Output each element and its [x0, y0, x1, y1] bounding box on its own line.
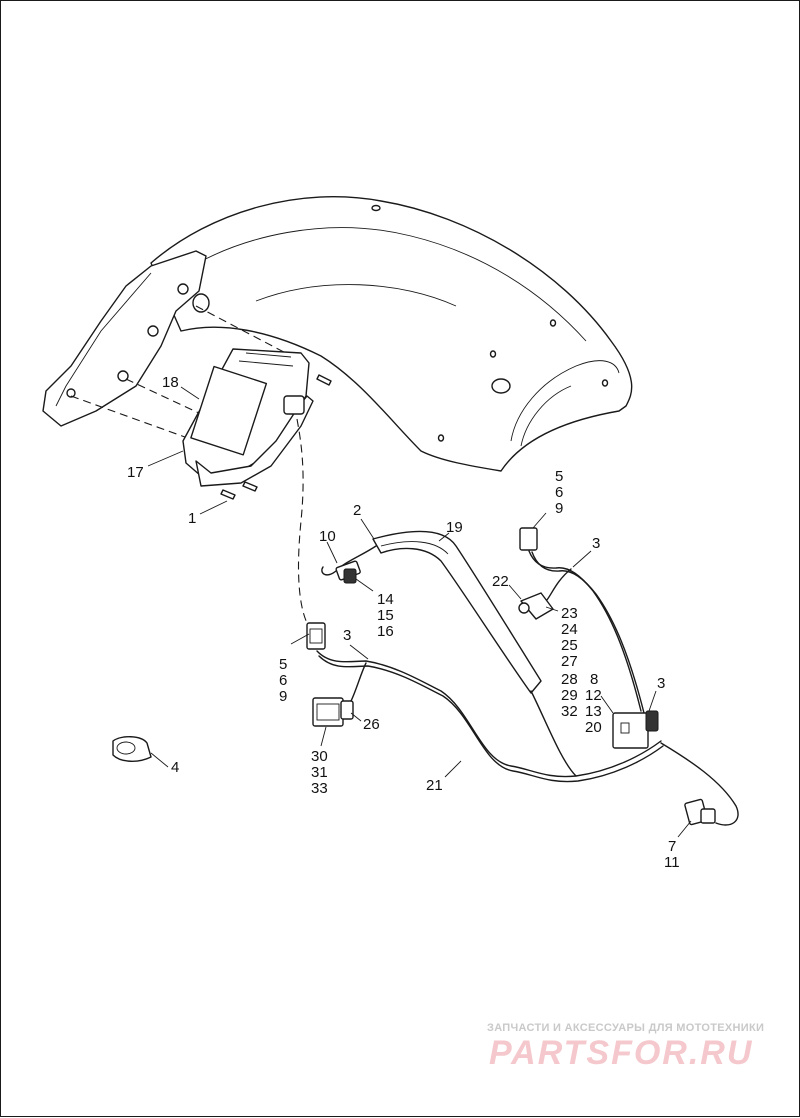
rear-fender [150, 195, 633, 472]
callout-29: 29 [561, 687, 578, 704]
junction-block [612, 710, 659, 749]
callout-23: 23 [561, 605, 578, 622]
callout-20: 20 [585, 719, 602, 736]
harness-branch-upper [321, 545, 377, 584]
connector-lower-right [684, 798, 716, 826]
callout-22: 22 [492, 573, 509, 590]
cable-clip [112, 736, 152, 762]
callout-13: 13 [585, 703, 602, 720]
connector-multi-pin [312, 697, 354, 727]
callout-18: 18 [162, 374, 179, 391]
callout-9-left: 9 [279, 688, 287, 705]
callout-3-left: 3 [343, 627, 351, 644]
callout-27: 27 [561, 653, 578, 670]
callout-3-junction: 3 [657, 675, 665, 692]
callout-15: 15 [377, 607, 394, 624]
callout-28: 28 [561, 671, 578, 688]
callout-4: 4 [171, 759, 179, 776]
connector-lower-left [306, 622, 326, 650]
callout-2: 2 [353, 502, 361, 519]
callout-24: 24 [561, 621, 578, 638]
callout-25: 25 [561, 637, 578, 654]
callout-11: 11 [664, 854, 680, 871]
main-wire-harness [316, 650, 739, 826]
callout-8: 8 [590, 671, 598, 688]
callout-14: 14 [377, 591, 394, 608]
callout-6-left: 6 [279, 672, 287, 689]
mounting-screws [220, 374, 332, 500]
callout-labels: 1 2 3 3 3 4 5 6 9 5 6 9 7 11 8 12 13 20 … [127, 374, 680, 871]
watermark-logo: PARTSFOR.RU [489, 1034, 754, 1072]
harness-branch-right [518, 527, 645, 714]
callout-33: 33 [311, 780, 328, 797]
callout-5-right: 5 [555, 468, 563, 485]
watermark-tagline: ЗАПЧАСТИ И АКСЕССУАРЫ ДЛЯ МОТОТЕХНИКИ [487, 1022, 765, 1034]
callout-19: 19 [446, 519, 463, 536]
callout-32: 32 [561, 703, 578, 720]
callout-1: 1 [188, 510, 196, 527]
callout-21: 21 [426, 777, 443, 794]
callout-26: 26 [363, 716, 380, 733]
callout-16: 16 [377, 623, 394, 640]
callout-31: 31 [311, 764, 328, 781]
callout-12: 12 [585, 687, 602, 704]
callout-17: 17 [127, 464, 144, 481]
callout-3-upper-right: 3 [592, 535, 600, 552]
leader-lines [147, 386, 692, 838]
callout-5-left: 5 [279, 656, 287, 673]
tail-lamp-module [182, 348, 314, 487]
callout-7: 7 [668, 838, 676, 855]
callout-9-right: 9 [555, 500, 563, 517]
callout-30: 30 [311, 748, 328, 765]
callout-6-right: 6 [555, 484, 563, 501]
wire-conduit [372, 530, 542, 694]
callout-10: 10 [319, 528, 336, 545]
fender-support-bracket [42, 250, 207, 427]
